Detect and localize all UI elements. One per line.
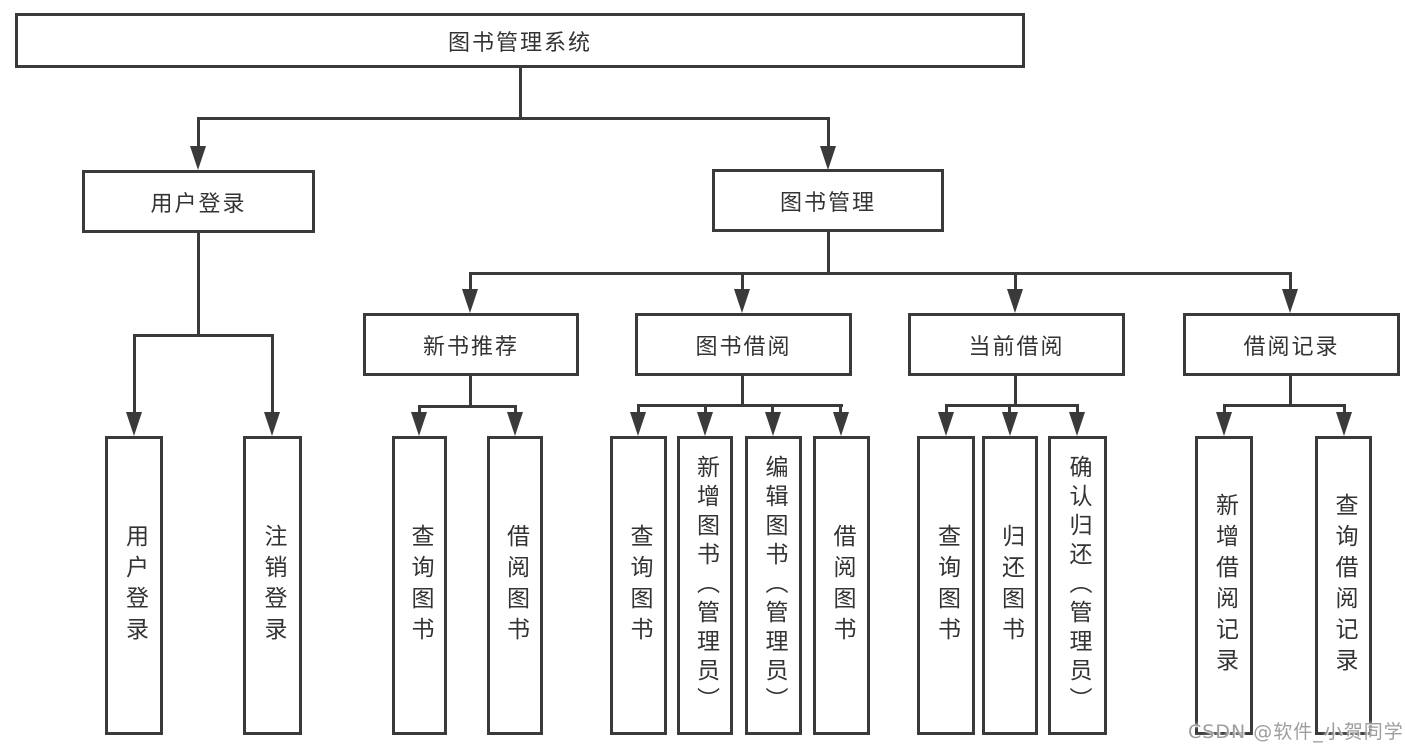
arrowhead-leaf (1216, 412, 1232, 436)
connector-leaf-drop (514, 405, 517, 415)
node-book-management-label: 图书管理 (779, 190, 876, 216)
node-current-borrowing: 当前借阅 (908, 313, 1125, 376)
leaf-borrow-books-2-label: 借阅图书 (829, 523, 855, 648)
arrowhead-leaf (833, 412, 849, 436)
node-book-management: 图书管理 (712, 169, 944, 232)
leaf-query-books-3: 查询图书 (917, 436, 975, 735)
leaf-confirm-return-admin-label: 确认归还（管理员） (1065, 455, 1091, 716)
node-current-borrowing-label: 当前借阅 (968, 334, 1065, 360)
leaf-return-books: 归还图书 (982, 436, 1038, 735)
leaf-query-books-1-label: 查询图书 (407, 523, 433, 648)
connector-book-mgmt-drop (827, 117, 830, 148)
connector-level2-trunk (197, 117, 830, 120)
connector-book-mgmt-stem (827, 232, 830, 275)
leaf-borrow-books-1-label: 借阅图书 (502, 523, 529, 648)
connector-leaf-drop (1343, 404, 1346, 415)
arrowhead-leaf (411, 412, 427, 436)
connector-user-login-split (133, 334, 274, 337)
leaf-edit-books-admin-label: 编辑图书（管理员） (761, 455, 787, 716)
connector-leaf-drop (637, 404, 640, 415)
node-new-book-recommend: 新书推荐 (363, 313, 579, 376)
connector-level3-drop (741, 272, 744, 292)
connector-level3-drop (1289, 272, 1292, 292)
leaf-query-borrow-record-label: 查询借阅记录 (1331, 492, 1357, 679)
arrowhead-leaf (1002, 412, 1018, 436)
connector-leaf-drop (418, 405, 421, 415)
connector-group-split (945, 404, 1079, 407)
arrowhead-leaf (765, 412, 781, 436)
node-book-borrowing-label: 图书借阅 (695, 334, 792, 360)
leaf-borrow-books-1: 借阅图书 (487, 436, 543, 735)
arrowhead-leaf (126, 412, 142, 436)
node-borrow-records-label: 借阅记录 (1243, 334, 1340, 360)
csdn-watermark: CSDN @软件_小贺同学 (1188, 721, 1404, 743)
arrowhead-user-login (190, 146, 206, 170)
arrowhead-current-borrow (1007, 289, 1023, 313)
leaf-add-books-admin-label: 新增图书（管理员） (692, 455, 719, 716)
arrowhead-book-borrow (734, 289, 750, 313)
leaf-query-books-1: 查询图书 (392, 436, 447, 735)
connector-leaf-drop (1076, 404, 1079, 415)
leaf-query-books-3-label: 查询图书 (933, 523, 960, 648)
leaf-logout-label: 注销登录 (260, 523, 286, 648)
leaf-add-books-admin: 新增图书（管理员） (677, 436, 733, 735)
connector-leaf-drop (839, 404, 842, 415)
node-book-borrowing: 图书借阅 (635, 313, 852, 376)
arrowhead-book-mgmt (820, 146, 836, 170)
connector-leaf-drop (704, 404, 707, 415)
connector-leaf-drop (1008, 404, 1011, 415)
leaf-add-borrow-record-label: 新增借阅记录 (1211, 492, 1238, 679)
arrowhead-leaf (630, 412, 646, 436)
node-new-book-recommend-label: 新书推荐 (422, 334, 519, 360)
arrowhead-leaf (1336, 412, 1352, 436)
node-root-label: 图书管理系统 (447, 30, 592, 56)
leaf-edit-books-admin: 编辑图书（管理员） (745, 436, 802, 735)
leaf-query-books-2: 查询图书 (610, 436, 667, 735)
leaf-user-login: 用户登录 (105, 436, 163, 735)
arrowhead-new-book-rec (462, 289, 478, 313)
leaf-borrow-books-2: 借阅图书 (813, 436, 870, 735)
connector-leaf-drop (271, 334, 274, 414)
leaf-add-borrow-record: 新增借阅记录 (1195, 436, 1253, 735)
connector-leaf-drop (771, 404, 774, 415)
connector-leaf-drop (133, 334, 136, 414)
connector-leaf-drop (945, 404, 948, 415)
arrowhead-borrow-records (1282, 289, 1298, 313)
node-user-login: 用户登录 (82, 170, 315, 233)
arrowhead-leaf (938, 412, 954, 436)
node-root: 图书管理系统 (15, 13, 1025, 68)
leaf-logout: 注销登录 (243, 436, 302, 735)
connector-root-stem (519, 68, 522, 118)
connector-group-stem (1289, 376, 1292, 407)
connector-group-stem (469, 376, 472, 408)
connector-group-split (1223, 404, 1346, 407)
connector-level3-drop (1014, 272, 1017, 292)
arrowhead-leaf (697, 412, 713, 436)
arrowhead-leaf (507, 412, 523, 436)
leaf-user-login-label: 用户登录 (121, 523, 148, 648)
arrowhead-leaf (264, 412, 280, 436)
connector-level3-drop (469, 272, 472, 292)
leaf-query-borrow-record: 查询借阅记录 (1315, 436, 1372, 735)
node-user-login-label: 用户登录 (150, 191, 247, 217)
connector-user-login-stem (197, 233, 200, 336)
connector-user-login-drop (197, 117, 200, 148)
leaf-confirm-return-admin: 确认归还（管理员） (1048, 436, 1107, 735)
leaf-return-books-label: 归还图书 (997, 523, 1024, 648)
arrowhead-leaf (1069, 412, 1085, 436)
connector-leaf-drop (1223, 404, 1226, 415)
connector-group-stem (1014, 376, 1017, 407)
connector-group-split (418, 405, 517, 408)
connector-level3-trunk (469, 272, 1292, 275)
connector-group-stem (741, 376, 744, 407)
node-borrow-records: 借阅记录 (1183, 313, 1400, 376)
connector-group-split (637, 404, 843, 407)
leaf-query-books-2-label: 查询图书 (626, 523, 652, 648)
